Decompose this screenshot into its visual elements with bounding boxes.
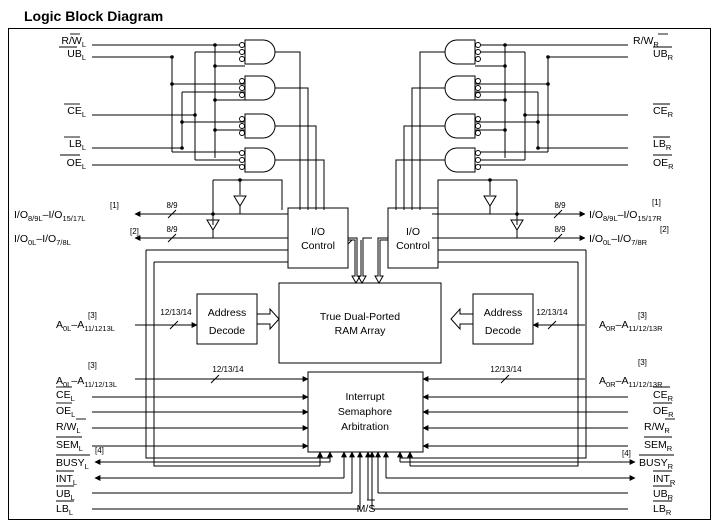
- right-io-control-label-1: I/O: [406, 226, 420, 238]
- note-right-io-lo: [2]: [660, 225, 669, 234]
- left-lb2-label: LBL: [56, 503, 73, 517]
- ram-array-label-1: True Dual-Ported: [320, 311, 400, 323]
- right-sem-label: SEMR: [644, 439, 673, 453]
- right-io-control-block: [387, 207, 439, 269]
- left-ce-label: CEL: [67, 105, 86, 119]
- right-lb-label: LBR: [653, 138, 672, 152]
- right-buffer-upper: [483, 195, 497, 207]
- right-addr-a-label: A0R–A11/12/13R: [599, 319, 663, 333]
- right-and-gate-3: [444, 113, 476, 139]
- left-io-lo-width: 8/9: [166, 225, 178, 234]
- left-io-lo-label: I/O0L–I/O7/8L: [14, 233, 71, 247]
- left-and-gate-3: [244, 113, 276, 139]
- right-addr-b-label: A0R–A11/12/13R: [599, 375, 663, 389]
- interrupt-label-2: Semaphore: [338, 406, 392, 418]
- left-ce2-label: CEL: [56, 389, 75, 403]
- right-address-decode-label-1: Address: [484, 307, 523, 319]
- ram-array-label-2: RAM Array: [335, 325, 387, 337]
- right-rw2-label: R/WR: [644, 421, 670, 435]
- left-io-control-label-1: I/O: [311, 226, 325, 238]
- note-right-io-hi: [1]: [652, 198, 661, 207]
- right-buffer-lower: [510, 219, 524, 231]
- right-oe-label: OER: [653, 157, 674, 171]
- right-addr-int-width: 12/13/14: [490, 365, 522, 374]
- right-addr-decode-width: 12/13/14: [536, 308, 568, 317]
- left-address-decode-label-1: Address: [208, 307, 247, 319]
- left-sem-label: SEML: [56, 439, 83, 453]
- left-io-control-label-2: Control: [301, 240, 335, 252]
- left-rw2-label: R/WL: [56, 421, 81, 435]
- left-address-decode-label-2: Decode: [209, 325, 245, 337]
- right-io-control-label-2: Control: [396, 240, 430, 252]
- right-address-decode-block: [472, 293, 534, 345]
- left-addr-int-width: 12/13/14: [212, 365, 244, 374]
- left-address-decode-block: [196, 293, 258, 345]
- left-io-hi-width: 8/9: [166, 201, 178, 210]
- right-io-hi-width: 8/9: [554, 201, 566, 210]
- note-right-addr-a: [3]: [638, 311, 647, 320]
- right-ce2-label: CER: [653, 389, 674, 403]
- right-ub-label: UBR: [653, 48, 674, 62]
- left-addr-decode-width: 12/13/14: [160, 308, 192, 317]
- right-ce-label: CER: [653, 105, 674, 119]
- right-rw-label: R/WR: [633, 35, 659, 49]
- left-buffer-lower: [206, 219, 220, 231]
- left-oe-label: OEL: [67, 157, 86, 171]
- interrupt-label-3: Arbitration: [341, 421, 389, 433]
- left-and-gate-1: [244, 39, 276, 65]
- note-right-addr-b: [3]: [638, 358, 647, 367]
- right-lb2-label: LBR: [653, 503, 672, 517]
- diagram-frame: [8, 28, 711, 520]
- right-and-gate-2: [444, 75, 476, 101]
- left-addr-a-label: A0L–A11/1213L: [56, 319, 115, 333]
- right-io-lo-width: 8/9: [554, 225, 566, 234]
- note-left-io-lo: [2]: [130, 227, 139, 236]
- note-left-busy: [4]: [95, 446, 104, 455]
- left-lb-label: LBL: [69, 138, 86, 152]
- left-int-label: INTL: [56, 473, 77, 487]
- right-busy-label: BUSYR: [639, 457, 674, 471]
- left-rw-label: R/WL: [61, 35, 86, 49]
- diagram-title: Logic Block Diagram: [24, 8, 164, 24]
- left-and-gate-2: [244, 75, 276, 101]
- right-and-gate-4: [444, 147, 476, 173]
- left-buffer-upper: [233, 195, 247, 207]
- left-addr-b-label: A0L–A11/12/13L: [56, 375, 117, 389]
- left-io-control-block: [287, 207, 349, 269]
- right-oe2-label: OER: [653, 405, 674, 419]
- right-ub2-label: UBR: [653, 488, 674, 502]
- right-io-hi-label: I/O8/9L–I/O15/17R: [589, 209, 662, 223]
- left-ub2-label: UBL: [56, 488, 75, 502]
- note-right-busy: [4]: [622, 449, 631, 458]
- right-int-label: INTR: [653, 473, 676, 487]
- left-busy-label: BUSYL: [56, 457, 89, 471]
- note-left-io-hi: [1]: [110, 201, 119, 210]
- left-and-gate-4: [244, 147, 276, 173]
- ram-array-block: [278, 282, 442, 364]
- left-ub-label: UBL: [67, 48, 86, 62]
- left-oe2-label: OEL: [56, 405, 75, 419]
- right-io-lo-label: I/O0L–I/O7/8R: [589, 233, 648, 247]
- note-left-addr-a: [3]: [88, 311, 97, 320]
- note-left-addr-b: [3]: [88, 361, 97, 370]
- interrupt-label-1: Interrupt: [345, 391, 384, 403]
- left-io-hi-label: I/O8/9L–I/O15/17L: [14, 209, 85, 223]
- ms-label: M/S: [357, 503, 376, 515]
- right-address-decode-label-2: Decode: [485, 325, 521, 337]
- right-and-gate-1: [444, 39, 476, 65]
